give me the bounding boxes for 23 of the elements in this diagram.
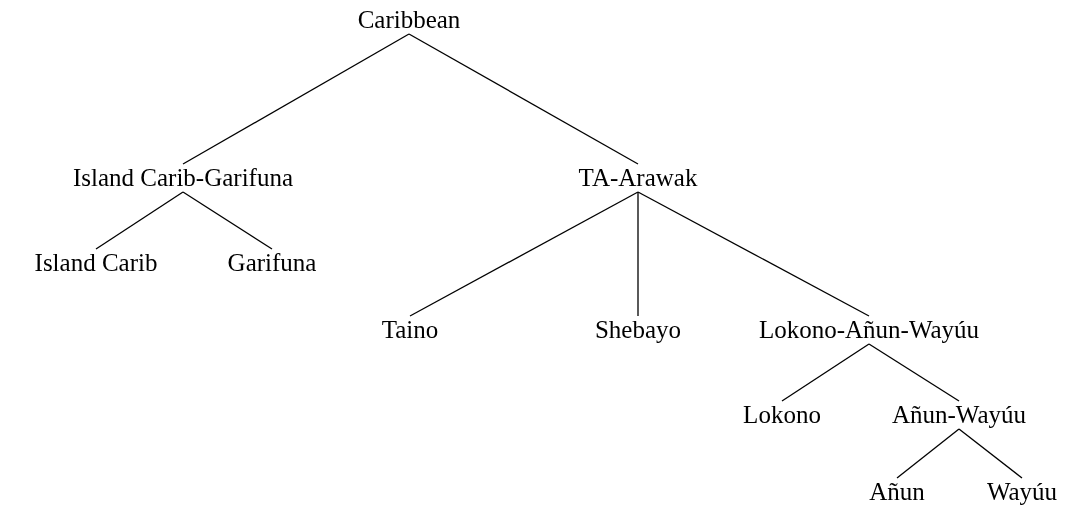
tree-branch-line	[95, 191, 184, 250]
tree-branch-line	[182, 191, 273, 250]
tree-branch-line	[958, 428, 1023, 479]
tree-branch-line	[868, 343, 960, 402]
tree-node-label: Island Carib	[34, 249, 158, 277]
tree-node-label: Garifuna	[227, 249, 317, 277]
tree-node-label: Caribbean	[357, 6, 461, 34]
tree-node-label: Island Carib-Garifuna	[72, 164, 294, 192]
tree-branch-line	[637, 191, 639, 317]
tree-node-label: Taino	[381, 316, 439, 344]
tree-branch-line	[409, 191, 639, 317]
tree-node-label: Añun	[869, 478, 925, 506]
tree-branch-line	[637, 191, 870, 317]
tree-node-label: Lokono	[743, 401, 821, 429]
tree-branch-line	[182, 33, 410, 165]
tree-node-label: Shebayo	[594, 316, 682, 344]
tree-branch-line	[896, 428, 960, 479]
tree-node-label: Añun-Wayúu	[891, 401, 1027, 429]
tree-branch-line	[781, 343, 870, 402]
tree-node-label: Lokono-Añun-Wayúu	[758, 316, 980, 344]
tree-node-label: Wayúu	[986, 478, 1058, 506]
tree-branch-line	[408, 33, 639, 165]
tree-node-label: TA-Arawak	[578, 164, 698, 192]
